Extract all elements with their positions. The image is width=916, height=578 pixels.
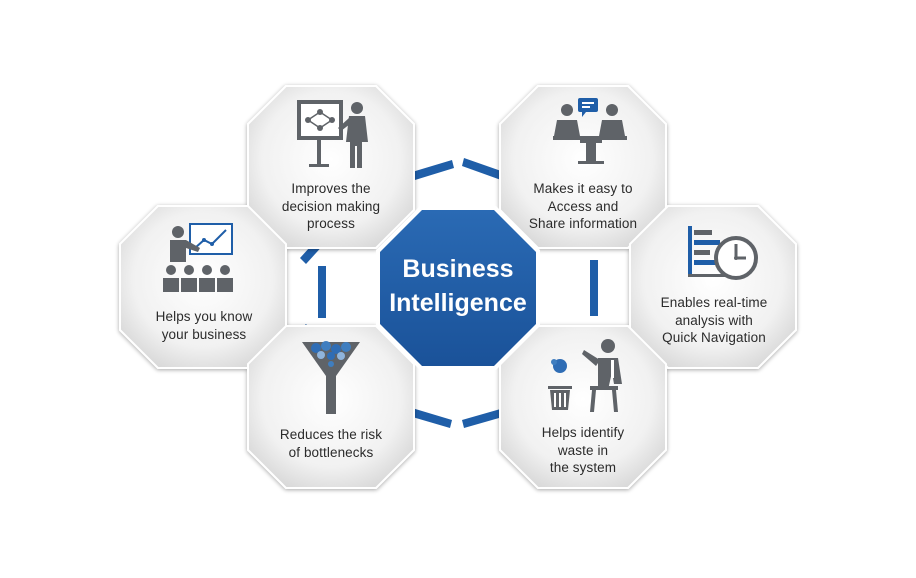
funnel-icon bbox=[302, 341, 360, 414]
benefit-access-line2: Access and bbox=[547, 198, 619, 214]
benefit-know-business-line1: Helps you know bbox=[155, 309, 253, 324]
benefit-realtime-line2: analysis with bbox=[675, 312, 753, 328]
benefit-bottlenecks-label: Reduces the risk of bottlenecks bbox=[258, 426, 404, 461]
benefit-know-business-label: Helps you know your business bbox=[126, 308, 282, 343]
meeting-chat-icon bbox=[553, 98, 627, 164]
benefit-decision-line1: Improves the bbox=[291, 181, 371, 196]
trend-chart-audience-icon bbox=[163, 223, 233, 292]
benefit-waste-line2: waste in bbox=[557, 442, 609, 458]
benefit-waste-line3: the system bbox=[549, 460, 617, 475]
center-title-line1: Business bbox=[402, 255, 514, 283]
waste-bin-worker-icon bbox=[548, 339, 622, 412]
benefit-realtime-line3: Quick Navigation bbox=[662, 330, 766, 345]
benefit-access-line1: Makes it easy to bbox=[533, 181, 633, 196]
benefit-decision-label: Improves the decision making process bbox=[258, 180, 404, 233]
octagon-access bbox=[499, 85, 667, 249]
benefit-access-label: Makes it easy to Access and Share inform… bbox=[510, 180, 656, 233]
benefit-waste-line1: Helps identify bbox=[541, 425, 625, 440]
benefit-decision-line2: decision making bbox=[281, 198, 381, 214]
benefit-waste-label: Helps identify waste in the system bbox=[510, 424, 656, 477]
center-title: Business Intelligence bbox=[380, 252, 536, 320]
benefit-realtime-label: Enables real-time analysis with Quick Na… bbox=[636, 294, 792, 347]
benefit-realtime-line1: Enables real-time bbox=[660, 295, 768, 310]
benefit-decision-line3: process bbox=[307, 216, 355, 231]
center-octagon-fill bbox=[380, 210, 536, 366]
benefit-know-business-line2: your business bbox=[161, 326, 247, 342]
center-title-line2: Intelligence bbox=[389, 289, 527, 317]
octagon-waste bbox=[499, 325, 667, 489]
benefit-bottlenecks-line1: Reduces the risk bbox=[279, 427, 383, 442]
bar-chart-clock-icon bbox=[688, 226, 758, 280]
benefit-bottlenecks-line2: of bottlenecks bbox=[288, 444, 374, 460]
benefit-access-line3: Share information bbox=[528, 216, 638, 231]
presentation-flowchart-icon bbox=[297, 100, 368, 168]
octagon-decision bbox=[247, 85, 415, 249]
